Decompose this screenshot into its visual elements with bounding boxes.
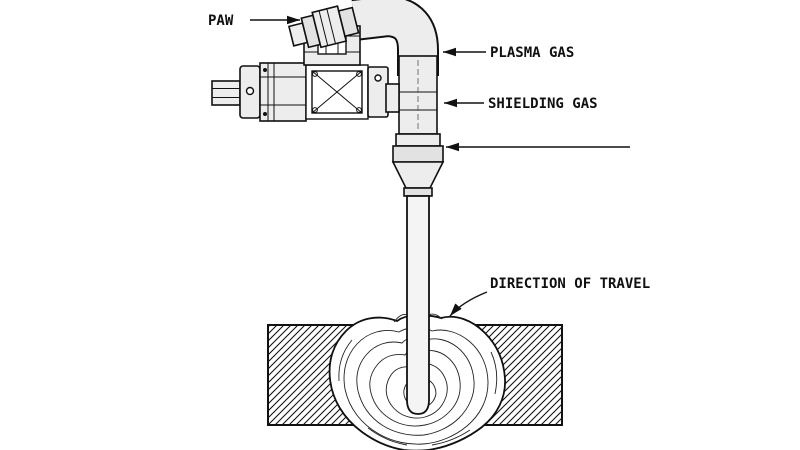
torch-tube bbox=[406, 195, 430, 415]
shielding-gas-label: SHIELDING GAS bbox=[488, 96, 598, 112]
drive-shaft bbox=[211, 80, 241, 106]
direction-of-travel-leader bbox=[449, 291, 488, 317]
nozzle-collar-2 bbox=[392, 145, 444, 163]
nozzle-section bbox=[391, 133, 445, 197]
barrel bbox=[259, 62, 307, 122]
right-flange-screw bbox=[374, 74, 382, 82]
flange-screw bbox=[245, 86, 255, 96]
cross-brace-2 bbox=[311, 70, 363, 114]
barrel-screw-bottom bbox=[263, 112, 267, 116]
fitting-knurl-1 bbox=[318, 10, 329, 46]
nozzle-collar-1 bbox=[395, 133, 441, 147]
torch-body bbox=[398, 55, 438, 135]
plasma-gas-label: PLASMA GAS bbox=[490, 45, 574, 61]
drive-assembly bbox=[211, 62, 400, 122]
plasma-gas-elbow bbox=[351, 0, 439, 76]
frame-screw-4 bbox=[356, 107, 362, 113]
hose-fitting bbox=[287, 5, 360, 49]
frame-screw-2 bbox=[356, 71, 362, 77]
nozzle-ring bbox=[403, 187, 433, 197]
frame-screw-3 bbox=[312, 107, 318, 113]
fitting-knurl-2 bbox=[326, 8, 336, 44]
nozzle-taper bbox=[391, 161, 445, 189]
callouts: PAW PLASMA GAS SHIELDING GAS DIRECTION O… bbox=[208, 13, 650, 317]
torch-assembly bbox=[211, 0, 445, 197]
paw-label: PAW bbox=[208, 13, 234, 29]
frame-screw-1 bbox=[312, 71, 318, 77]
fitting-collar bbox=[337, 6, 360, 38]
direction-of-travel-label: DIRECTION OF TRAVEL bbox=[490, 276, 650, 292]
barrel-screw-top bbox=[263, 68, 267, 72]
body-coupler bbox=[385, 83, 400, 113]
